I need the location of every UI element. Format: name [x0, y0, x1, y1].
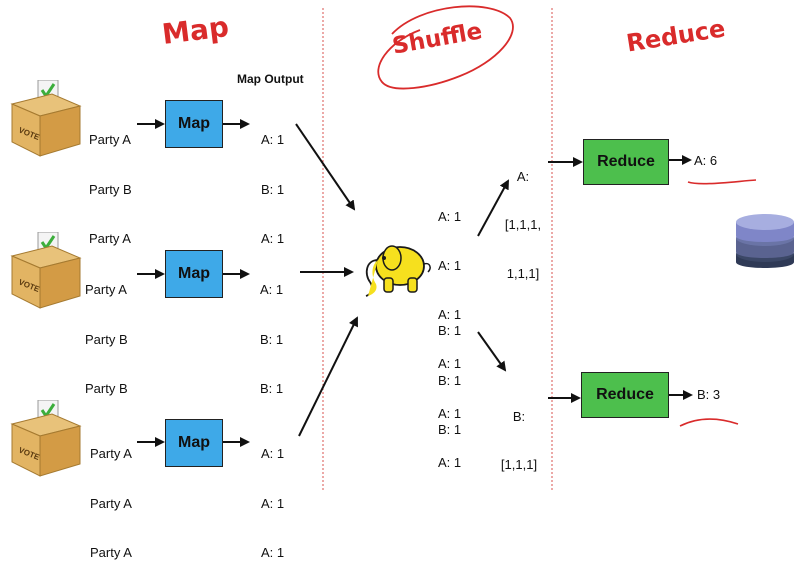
map-output-item: A: 1 — [261, 545, 285, 560]
vote-item: Party B — [85, 331, 128, 347]
ballot-box-icon: VOTE — [10, 232, 82, 309]
vote-item: Party A — [85, 282, 127, 297]
map-output-item: B: 1 — [260, 381, 284, 396]
underline-a6 — [687, 179, 757, 185]
map-output-item: A: 1 — [261, 132, 285, 147]
shuffle-item: A: 1 — [438, 208, 462, 224]
vote-item: Party A — [90, 446, 132, 461]
map-node: Map — [165, 419, 223, 467]
shuffle-item: B: 1 — [438, 422, 462, 437]
shuffle-item: A: 1 — [438, 356, 462, 372]
map-output-list: A: 1 A: 1 A: 1 — [261, 413, 284, 578]
reduce-result: B: 3 — [697, 387, 721, 402]
arrow-shuffle-group-a — [477, 179, 509, 237]
ballot-box-icon: VOTE — [10, 400, 82, 477]
map-node: Map — [165, 250, 223, 298]
shuffle-item: A: 1 — [438, 258, 462, 274]
arrow-output-shuffle-1 — [295, 123, 356, 211]
vote-list: Party A Party B Party A — [89, 99, 132, 264]
group-a: A: [1,1,1, 1,1,1] — [498, 136, 548, 299]
vote-item: Party B — [89, 181, 132, 197]
group-b: B: [1,1,1] — [494, 376, 544, 490]
group-line: [1,1,1, — [504, 217, 542, 233]
map-node: Map — [165, 100, 223, 148]
underline-b3 — [679, 418, 739, 427]
shuffle-circle-annotation — [377, 5, 514, 90]
shuffle-item: A: 1 — [438, 454, 462, 470]
reduce-node: Reduce — [581, 372, 669, 418]
arrow-shuffle-group-b — [477, 331, 507, 372]
reduce-node: Reduce — [583, 139, 669, 185]
map-output-list: A: 1 B: 1 A: 1 — [261, 99, 284, 264]
vote-item: Party A — [90, 545, 132, 560]
reduce-result: A: 6 — [694, 153, 718, 168]
database-icon — [736, 214, 794, 268]
vote-item: Party A — [89, 132, 131, 147]
shuffle-item: B: 1 — [438, 372, 462, 388]
map-output-label: Map Output — [237, 72, 304, 86]
vote-item: Party A — [90, 495, 132, 511]
ballot-box-icon: VOTE — [10, 80, 82, 157]
shuffle-item: B: 1 — [438, 323, 462, 338]
arrow-output-shuffle-3 — [298, 316, 358, 437]
group-line: A: — [516, 168, 530, 184]
map-output-item: B: 1 — [260, 331, 284, 347]
map-output-item: A: 1 — [261, 495, 285, 511]
map-output-item: A: 1 — [260, 282, 284, 297]
shuffle-item: A: 1 — [438, 405, 462, 421]
vote-item: Party B — [85, 381, 128, 396]
shuffle-a-list: A: 1 A: 1 A: 1 A: 1 A: 1 A: 1 — [438, 176, 461, 488]
diagram-connectors — [137, 5, 757, 490]
map-output-list: A: 1 B: 1 B: 1 — [260, 249, 283, 414]
hadoop-elephant-icon — [365, 245, 431, 297]
map-output-item: A: 1 — [261, 231, 285, 246]
map-output-item: A: 1 — [261, 446, 285, 461]
group-line: 1,1,1] — [506, 266, 540, 282]
shuffle-item: A: 1 — [438, 307, 462, 323]
vote-item: Party A — [89, 231, 131, 246]
vote-list: Party A Party B Party B — [85, 249, 128, 414]
vote-list: Party A Party A Party A — [90, 413, 132, 578]
group-line: B: — [512, 408, 526, 424]
group-line: [1,1,1] — [500, 457, 538, 473]
shuffle-b-list: B: 1 B: 1 B: 1 — [438, 290, 461, 455]
map-output-item: B: 1 — [261, 181, 285, 197]
